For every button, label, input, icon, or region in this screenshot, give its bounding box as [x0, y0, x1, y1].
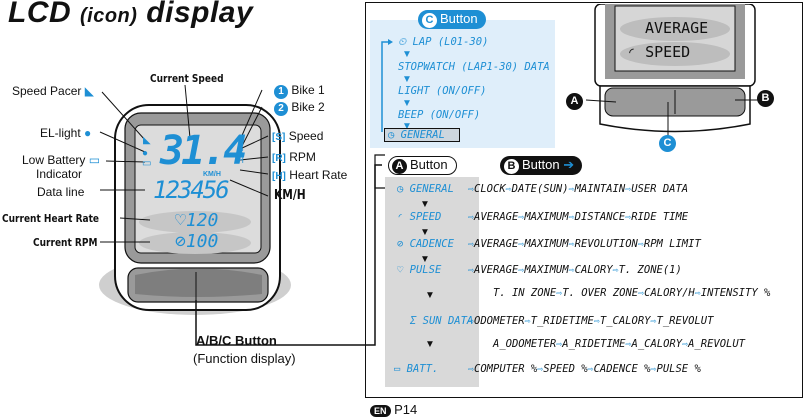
sigma-icon: Σ [410, 315, 417, 327]
lcd-data-value: 123456 [153, 176, 230, 204]
c-menu-item-general[interactable]: ◷ GENERAL [384, 128, 460, 142]
down-arrow-icon: ▼ [402, 98, 412, 109]
lcd-heart-row: ♡120 [175, 210, 219, 231]
down-arrow-icon: ▼ [420, 227, 430, 238]
heart-icon: ♡ [175, 210, 186, 231]
down-arrow-icon: ▼ [402, 74, 412, 85]
speed-pacer-label: Speed Pacer ◣ [12, 84, 94, 98]
lap-icon: ⏲ [398, 36, 407, 48]
abc-button-label: A/B/C Button [196, 333, 277, 348]
a-button-marker[interactable]: A [566, 93, 583, 110]
bike2-label: 2 Bike 2 [274, 100, 325, 116]
clock-icon: ◷ [388, 129, 395, 141]
chain-pulse: ⇨AVERAGE⇨MAXIMUM⇨CALORY⇨T. ZONE(1) [468, 264, 682, 276]
speed-sensor-icon: [S] [272, 132, 286, 143]
el-light-label: EL-light ● [40, 126, 92, 140]
down-arrow-icon: ▼ [420, 254, 430, 265]
zoom-line1: AVERAGE [645, 19, 709, 37]
c-menu-item-stopwatch[interactable]: STOPWATCH (LAP1-30) DATA [398, 61, 550, 73]
bike1-label: 1 Bike 1 [274, 83, 325, 99]
chain-sun-data: ⇨ODOMETER⇨T_RIDETIME⇨T_CALORY⇨T_REVOLUT [468, 315, 714, 327]
c-menu-item-light[interactable]: LIGHT (ON/OFF) [398, 85, 487, 97]
page-title: LCD (icon) display [8, 0, 254, 29]
clock-icon: ◷ [397, 183, 404, 195]
down-arrow-icon: ▼ [402, 49, 412, 60]
b-button-marker[interactable]: B [757, 90, 774, 107]
lcd-km-unit: KM/H [203, 171, 221, 178]
speed-sensor-label: [S] Speed [272, 129, 324, 143]
page-footer: EN P14 [370, 402, 417, 417]
chain-cadence: ⇨AVERAGE⇨MAXIMUM⇨REVOLUTION⇨RPM LIMIT [468, 238, 701, 250]
c-menu-panel [370, 20, 555, 148]
c-menu-item-beep[interactable]: BEEP (ON/OFF) [398, 109, 481, 121]
lcd-rpm-row: ⊘100 [175, 231, 219, 252]
mode-sun-data[interactable]: Σ SUN DATA [410, 315, 474, 327]
cadence-icon: ⊘ [175, 231, 186, 252]
lcd-speed-value: 31.4 [160, 128, 247, 174]
mode-general[interactable]: ◷ GENERAL [397, 183, 454, 195]
c-menu-item-lap[interactable]: ⏲ LAP (L01-30) [398, 36, 489, 48]
data-line-label: Data line [37, 185, 85, 199]
device-zoom [585, 4, 760, 136]
chain-sun-data-2: A_ODOMETER⇨A_RIDETIME⇨A_CALORY⇨A_REVOLUT [493, 338, 746, 350]
pacer-icon: ◣ [143, 135, 151, 146]
current-rpm-label: Current RPM [33, 236, 98, 249]
a-bracket [374, 154, 385, 189]
down-arrow-icon: ▼ [425, 290, 435, 301]
speedometer-icon: ◜ [397, 211, 404, 223]
zoom-line2: ◜ SPEED [627, 43, 691, 61]
menu-frame [365, 2, 803, 398]
mode-cadence[interactable]: ⊘ CADENCE [397, 238, 454, 250]
mode-speed[interactable]: ◜ SPEED [397, 211, 442, 223]
chain-general: ⇨CLOCK⇨DATE(SUN)⇨MAINTAIN⇨USER DATA [468, 183, 689, 195]
language-badge: EN [370, 405, 391, 417]
down-arrow-icon: ▼ [420, 199, 430, 210]
current-heart-rate-label: Current Heart Rate [2, 212, 100, 225]
heart-sensor-icon: [H] [272, 171, 286, 182]
down-arrow-icon: ▼ [402, 121, 412, 132]
down-arrow-icon: ▼ [425, 339, 435, 350]
el-light-icon: ● [142, 148, 149, 159]
battery-icon: ▭ [394, 363, 401, 375]
low-battery-label: Low Battery ▭Indicator [22, 153, 101, 181]
kmh-label: KM/H [274, 188, 306, 203]
chain-batt: ⇨COMPUTER %⇨SPEED %⇨CADENCE %⇨PULSE % [468, 363, 701, 375]
heart-icon: ♡ [397, 264, 404, 276]
speedometer-icon: ◜ [627, 43, 637, 61]
chain-speed: ⇨AVERAGE⇨MAXIMUM⇨DISTANCE⇨RIDE TIME [468, 211, 689, 223]
mode-pulse[interactable]: ♡ PULSE [397, 264, 442, 276]
mode-column [385, 177, 479, 387]
heart-sensor-label: [H] Heart Rate [272, 168, 348, 182]
arrow-right-icon: ➔ [563, 157, 575, 172]
c-button-marker[interactable]: C [659, 135, 676, 152]
c-menu-arrows [381, 39, 393, 132]
abc-function-label: (Function display) [193, 351, 296, 366]
rpm-sensor-icon: [R] [272, 153, 286, 164]
rpm-sensor-label: [R] RPM [272, 150, 316, 164]
current-speed-label: Current Speed [150, 72, 224, 85]
chain-pulse-2: T. IN ZONE⇨T. OVER ZONE⇨CALORY/H⇨INTENSI… [493, 287, 771, 299]
battery-icon: ▭ [142, 158, 152, 169]
cadence-icon: ⊘ [397, 238, 404, 250]
mode-batt[interactable]: ▭ BATT. [394, 363, 439, 375]
